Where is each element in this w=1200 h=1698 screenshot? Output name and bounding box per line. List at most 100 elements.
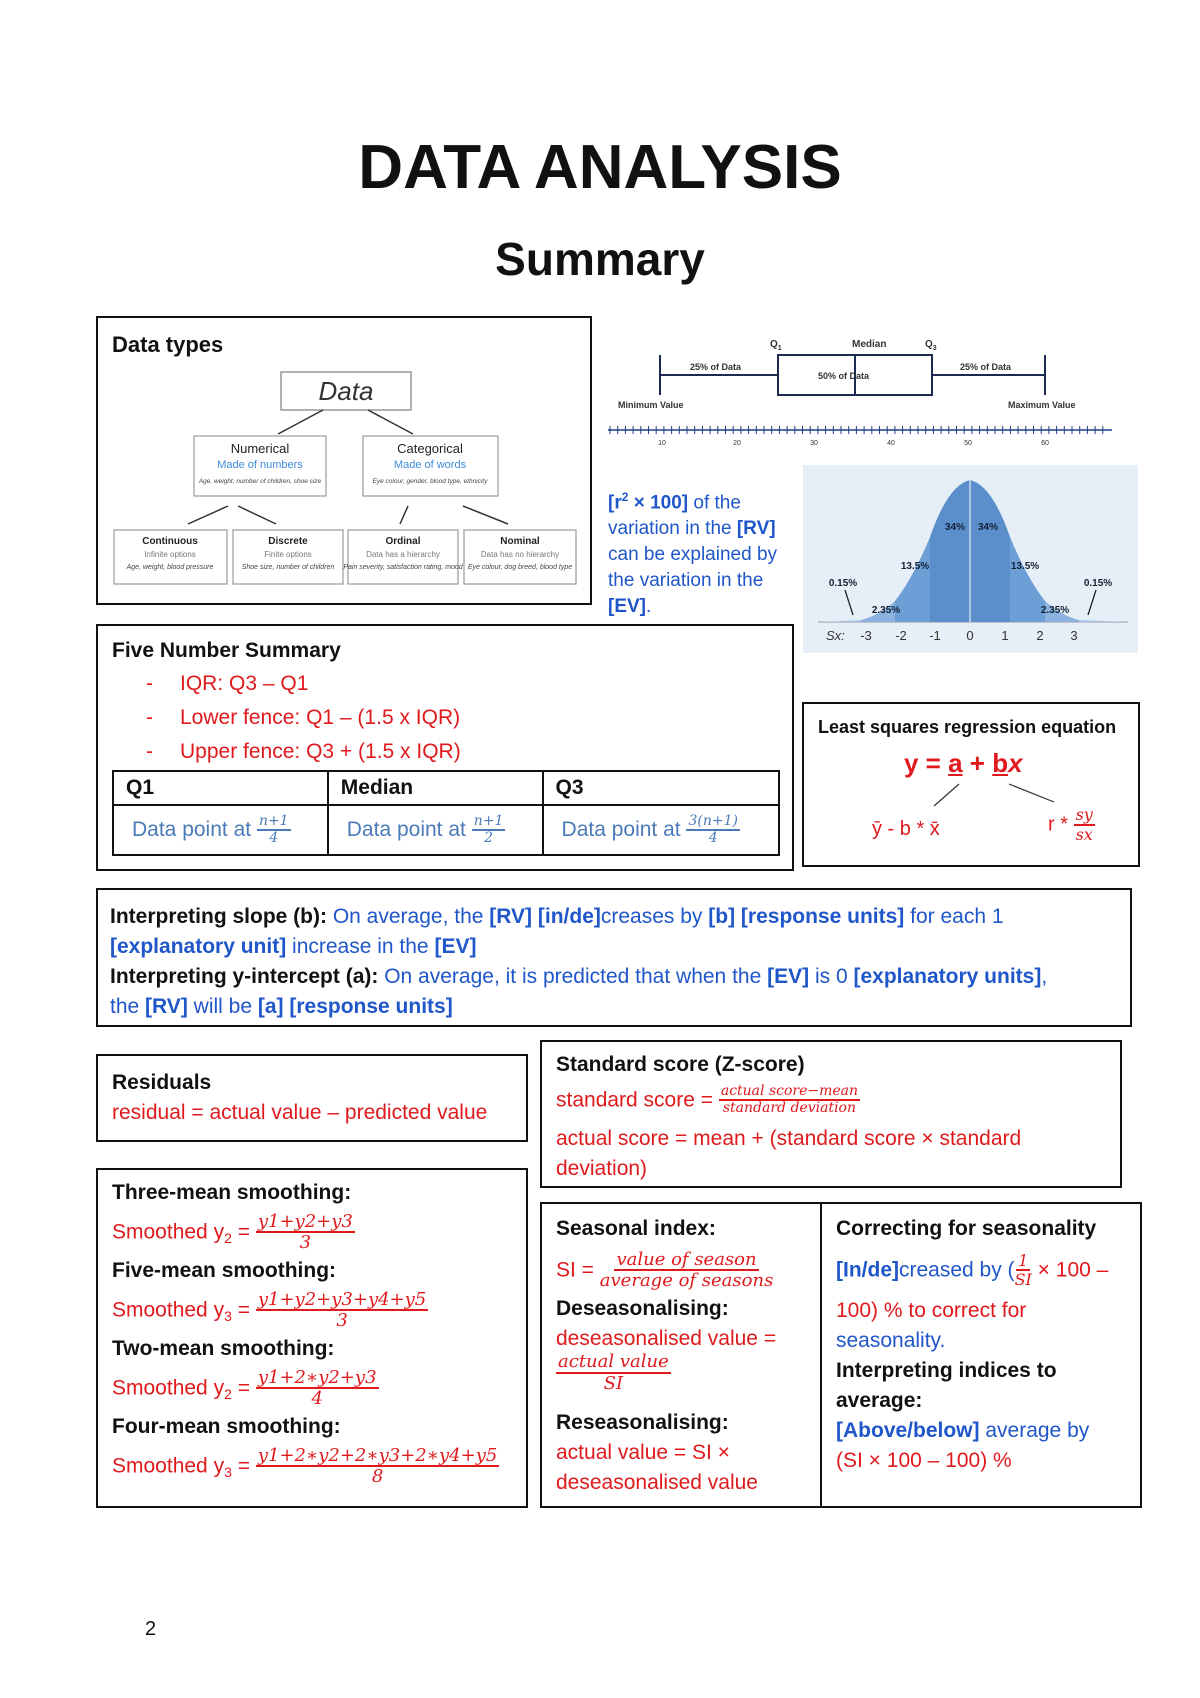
sd-tick: 0 (966, 628, 973, 643)
page-title: DATA ANALYSIS (358, 133, 842, 202)
regression-heading: Least squares regression equation (818, 717, 1117, 737)
reseasonalising-line-2: deseasonalised value (556, 1471, 758, 1494)
smoothing-box: Three-mean smoothing: Smoothed y2 = y1+y… (96, 1168, 528, 1508)
residuals-heading: Residuals (112, 1071, 212, 1094)
sd-tick: 3 (1070, 628, 1077, 643)
normal-curve-diagram: 34% 34% 13.5% 13.5% 2.35% 2.35% 0.15% 0.… (818, 480, 1128, 643)
axis-tick-label: 50 (964, 440, 972, 447)
box-label: 50% of Data (818, 371, 870, 381)
actual-score-line-2: deviation) (556, 1157, 648, 1180)
pct-13-left: 13.5% (901, 561, 929, 572)
axis-tick-label: 10 (658, 440, 666, 447)
reseasonalising-heading: Reseasonalising: (556, 1411, 729, 1434)
slope-line-2: [explanatory unit] increase in the [EV] (110, 935, 477, 958)
zscore-heading: Standard score (Z-score) (556, 1053, 805, 1076)
interpretation-box: Interpreting slope (b): On average, the … (96, 888, 1132, 1027)
interpreting-indices-heading-1: Interpreting indices to (836, 1359, 1057, 1382)
two-mean-heading: Two-mean smoothing: (112, 1337, 335, 1360)
band-2-3-left (861, 601, 895, 622)
deseasonalising-heading: Deseasonalising: (556, 1297, 729, 1320)
categorical-label: Categorical (397, 441, 463, 456)
left-whisker-label: 25% of Data (690, 362, 742, 372)
axis-tick-label: 20 (733, 440, 741, 447)
ordinal-examples: Pain severity, satisfaction rating, mood (343, 564, 463, 571)
numerical-examples: Age, weight, number of children, shoe si… (198, 478, 322, 485)
upper-fence-item: -Upper fence: Q3 + (1.5 x IQR) (146, 740, 461, 763)
nominal-sub: Data has no hierarchy (481, 550, 559, 559)
actual-score-line-1: actual score = mean + (standard score × … (556, 1127, 1022, 1150)
pct-0-left: 0.15% (829, 578, 857, 589)
pct-34-left: 34% (945, 522, 965, 533)
band-0-1-right (970, 480, 1010, 622)
sd-tick: 2 (1036, 628, 1043, 643)
intercept-line-1: Interpreting y-intercept (a): On average… (110, 965, 1048, 988)
axis-tick-label: 30 (810, 440, 818, 447)
four-mean-heading: Four-mean smoothing: (112, 1415, 341, 1438)
tail-left (818, 620, 861, 622)
nominal-label: Nominal (500, 536, 540, 547)
residuals-box: Residuals residual = actual value – pred… (96, 1054, 528, 1142)
interpreting-indices-line-1: [Above/below] average by (836, 1419, 1090, 1442)
sx-label: Sx: (826, 628, 845, 643)
sd-tick: -1 (929, 628, 941, 643)
correcting-heading: Correcting for seasonality (836, 1217, 1097, 1240)
pct-34-right: 34% (978, 522, 998, 533)
categorical-sub: Made of words (394, 459, 467, 471)
intercept-line-2: the [RV] will be [a] [response units] (110, 995, 453, 1018)
interpreting-indices-heading-2: average: (836, 1389, 923, 1412)
table-header-q1: Q1 (112, 770, 329, 806)
five-number-box: Five Number Summary -IQR: Q3 – Q1 -Lower… (96, 624, 794, 871)
reseasonalising-line-1: actual value = SI × (556, 1441, 730, 1464)
numerical-label: Numerical (231, 441, 290, 456)
axis-tick-label: 40 (887, 440, 895, 447)
right-whisker-label: 25% of Data (960, 362, 1012, 372)
correcting-line-2: 100) % to correct for (836, 1299, 1027, 1322)
band-1-2-right (1010, 537, 1045, 622)
pct-0-right: 0.15% (1084, 578, 1112, 589)
a-formula: ȳ - b * x̄ (872, 818, 940, 840)
pct-2-left: 2.35% (872, 605, 900, 616)
continuous-label: Continuous (142, 536, 198, 547)
q1-label: Q1 (770, 339, 782, 352)
five-mean-heading: Five-mean smoothing: (112, 1259, 337, 1282)
boxplot-diagram: Q1 Median Q3 25% of Data 50% of Data 25%… (608, 339, 1112, 447)
page-number: 2 (145, 1618, 157, 1640)
band-1-2-left (895, 537, 930, 622)
axis-tick-label: 60 (1041, 440, 1049, 447)
discrete-examples: Shoe size, number of children (242, 564, 335, 571)
zscore-box: Standard score (Z-score) standard score … (540, 1040, 1122, 1188)
data-types-heading: Data types (112, 332, 224, 357)
three-mean-heading: Three-mean smoothing: (112, 1181, 352, 1204)
band-2-3-right (1045, 601, 1079, 622)
max-label: Maximum Value (1008, 400, 1076, 410)
boxplot-axis-labels: 10 20 30 40 50 60 (658, 440, 1049, 447)
q3-label: Q3 (925, 339, 937, 352)
sd-tick: -2 (895, 628, 907, 643)
band-0-1-left (930, 480, 970, 622)
table-cell-q3: Data point at 3(n+1)4 (541, 804, 781, 856)
table-header-median: Median (326, 770, 544, 806)
iqr-item: -IQR: Q3 – Q1 (146, 672, 309, 695)
lower-fence-item: -Lower fence: Q1 – (1.5 x IQR) (146, 706, 461, 729)
correcting-seasonality-box: Correcting for seasonality [In/de]crease… (820, 1202, 1142, 1508)
regression-equation: y = a + bx (904, 748, 1023, 778)
sd-tick: -3 (860, 628, 872, 643)
discrete-sub: Finite options (264, 550, 312, 559)
residual-formula: residual = actual value – predicted valu… (112, 1101, 488, 1124)
nominal-examples: Eye colour, dog breed, blood type (468, 564, 572, 571)
continuous-sub: Infinite options (144, 550, 196, 559)
sd-tick: 1 (1001, 628, 1008, 643)
deseasonalised-line: deseasonalised value = (556, 1327, 777, 1350)
data-root-label: Data (319, 376, 374, 406)
